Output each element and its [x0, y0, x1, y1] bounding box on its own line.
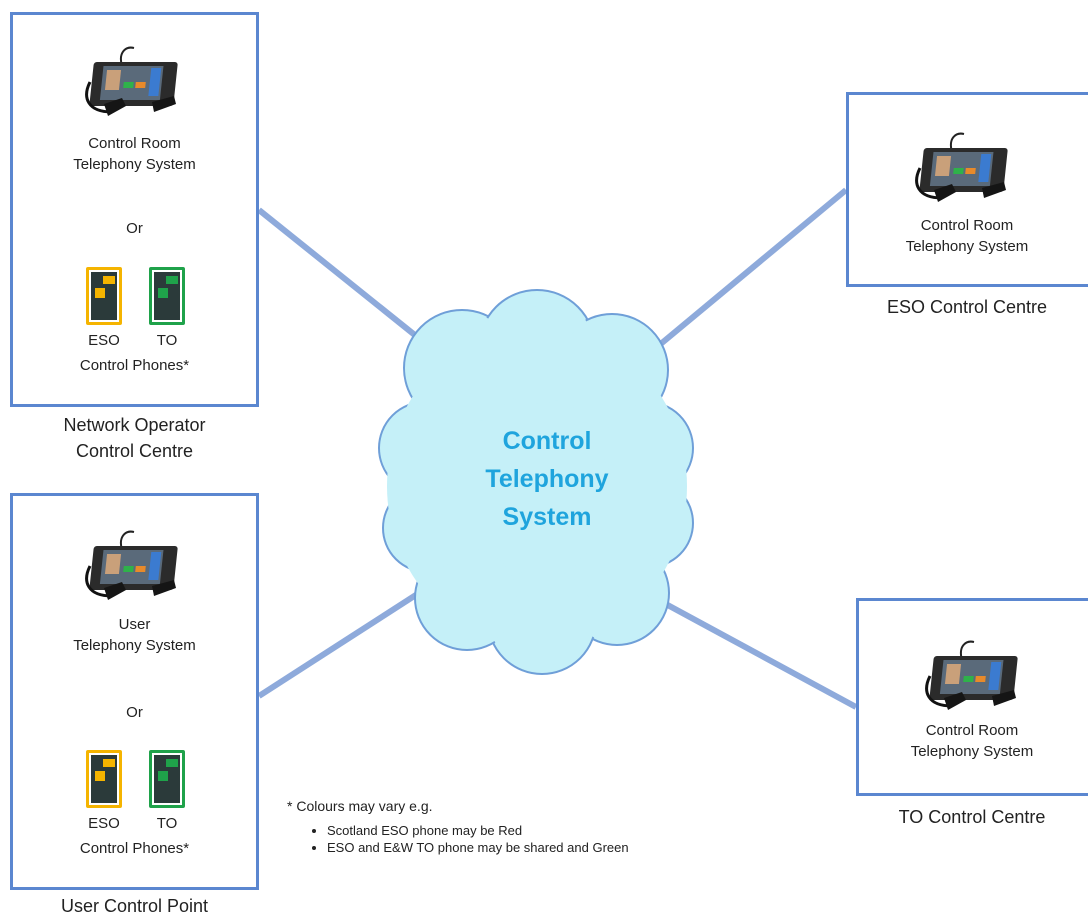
- telephony-console-icon: [915, 132, 1008, 202]
- network-operator-telephony-label: Control Room Telephony System: [10, 133, 259, 175]
- user-point-telephony-line-2: Telephony System: [73, 637, 196, 654]
- eso-centre-caption: ESO Control Centre: [886, 297, 1048, 317]
- eso-centre-telephony-line-1: Control Room: [920, 217, 1014, 234]
- telephony-console-icon: [925, 640, 1018, 710]
- eso-control-phone-icon: [86, 267, 122, 325]
- cloud-label-line-3: System: [502, 503, 592, 531]
- to-centre-telephony-line-1: Control Room: [925, 722, 1019, 739]
- eso-centre-telephony-label: Control Room Telephony System: [846, 215, 1088, 257]
- to-centre-telephony-label: Control Room Telephony System: [856, 720, 1088, 762]
- network-operator-telephony-line-1: Control Room: [88, 135, 181, 152]
- to-centre-caption: TO Control Centre: [898, 807, 1046, 827]
- network-operator-telephony-line-2: Telephony System: [73, 156, 196, 173]
- telephony-console-icon: [85, 46, 178, 116]
- network-operator-or-label: Or: [126, 220, 143, 237]
- telephony-console-icon: [85, 530, 178, 600]
- user-point-or-label: Or: [126, 704, 143, 721]
- cloud-label-line-1: Control: [502, 427, 592, 455]
- eso-control-phone-icon: [86, 750, 122, 808]
- network-operator-phones-label: Control Phones*: [79, 357, 190, 374]
- to-centre-telephony-line-2: Telephony System: [910, 743, 1034, 760]
- network-operator-eso-label: ESO: [88, 332, 120, 349]
- eso-centre-telephony-line-2: Telephony System: [905, 238, 1029, 255]
- to-control-phone-icon: [149, 267, 185, 325]
- cloud-label-line-2: Telephony: [485, 465, 609, 493]
- network-operator-caption-line-1: Network Operator: [63, 415, 206, 435]
- footnote-list: Scotland ESO phone may be Red ESO and E&…: [287, 822, 629, 856]
- network-operator-caption-line-2: Control Centre: [75, 441, 194, 461]
- footnote-item: ESO and E&W TO phone may be shared and G…: [327, 839, 629, 856]
- user-point-eso-label: ESO: [88, 815, 120, 832]
- footnote-heading: * Colours may vary e.g.: [287, 798, 433, 814]
- cloud-shape: [378, 289, 694, 675]
- network-operator-to-label: TO: [156, 332, 178, 349]
- user-point-telephony-label: User Telephony System: [10, 614, 259, 656]
- user-point-to-label: TO: [156, 815, 178, 832]
- to-control-phone-icon: [149, 750, 185, 808]
- user-point-phones-label: Control Phones*: [79, 840, 190, 857]
- user-point-caption: User Control Point: [60, 896, 209, 916]
- footnote-item: Scotland ESO phone may be Red: [327, 822, 629, 839]
- network-operator-caption: Network Operator Control Centre: [10, 412, 259, 464]
- user-point-telephony-line-1: User: [118, 616, 151, 633]
- colour-footnote: * Colours may vary e.g. Scotland ESO pho…: [287, 796, 629, 856]
- cloud-label: Control Telephony System: [447, 422, 647, 536]
